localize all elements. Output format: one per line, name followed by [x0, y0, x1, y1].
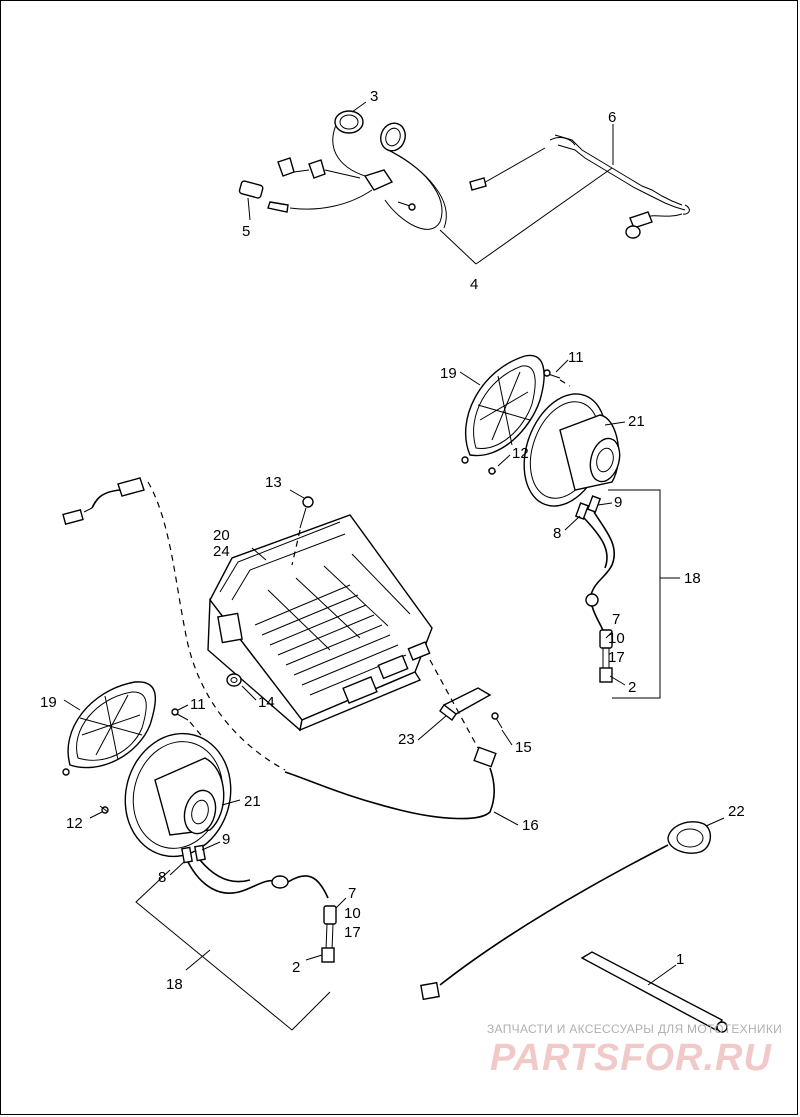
callout-2-upper: 2 — [628, 679, 636, 696]
callout-10-lower: 10 — [344, 905, 361, 922]
callout-11-upper: 11 — [568, 349, 584, 366]
callout-7-upper: 7 — [612, 611, 620, 628]
callout-8-upper: 8 — [553, 525, 561, 542]
callout-20: 20 — [213, 527, 230, 544]
callout-12-upper: 12 — [512, 445, 529, 462]
watermark-logo: PARTSFOR.RU — [490, 1037, 772, 1079]
callout-8-lower: 8 — [158, 869, 166, 886]
callout-9-upper: 9 — [614, 494, 622, 511]
callout-6: 6 — [608, 109, 616, 126]
cable-strap — [580, 951, 728, 1033]
callout-10-upper: 10 — [608, 630, 625, 647]
callout-11-lower: 11 — [190, 696, 206, 713]
callout-22: 22 — [728, 803, 745, 820]
callout-1: 1 — [676, 951, 684, 968]
upper-speaker-group — [459, 354, 680, 699]
callout-9-lower: 9 — [222, 831, 230, 848]
watermark-tagline: ЗАПЧАСТИ И АКСЕССУАРЫ ДЛЯ МОТОТЕХНИКИ — [487, 1022, 783, 1036]
callout-15: 15 — [515, 739, 532, 756]
headset-leaders — [247, 101, 614, 265]
callout-18-upper: 18 — [684, 570, 701, 587]
callout-12-lower: 12 — [66, 815, 83, 832]
headset-assembly — [238, 110, 690, 239]
callout-19-lower: 19 — [40, 694, 57, 711]
callout-24: 24 — [213, 543, 230, 560]
callout-2-lower: 2 — [292, 959, 300, 976]
callout-17-upper: 17 — [608, 649, 625, 666]
callout-13: 13 — [265, 474, 282, 491]
callout-21-lower: 21 — [244, 793, 261, 810]
callout-3: 3 — [370, 88, 378, 105]
callout-16: 16 — [522, 817, 539, 834]
callout-17-lower: 17 — [344, 924, 361, 941]
callout-4: 4 — [470, 276, 478, 293]
callout-19-upper: 19 — [440, 365, 457, 382]
amplifier-group — [62, 477, 519, 826]
callout-labels: 3 6 5 4 11 19 21 12 9 8 18 7 10 17 2 13 … — [40, 88, 745, 993]
callout-7-lower: 7 — [348, 885, 356, 902]
callout-5: 5 — [242, 223, 250, 240]
callout-23: 23 — [398, 731, 415, 748]
gps-antenna-group — [420, 817, 725, 1001]
callout-18-lower: 18 — [166, 976, 183, 993]
callout-21-upper: 21 — [628, 413, 645, 430]
callout-14: 14 — [258, 694, 275, 711]
lower-speaker-group — [62, 681, 347, 1031]
